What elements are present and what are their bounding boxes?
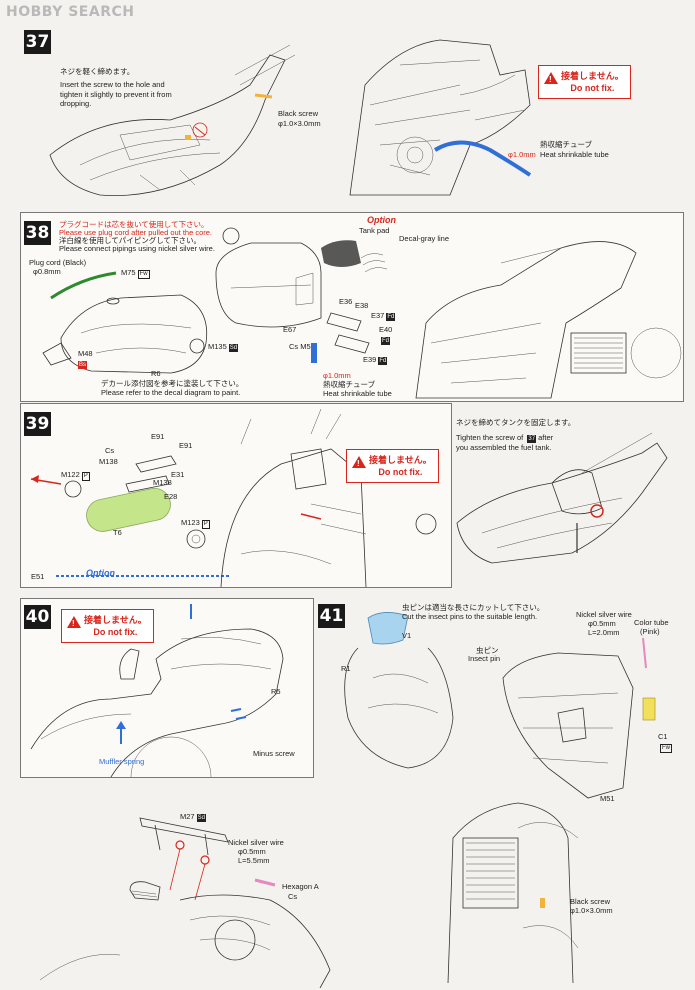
part-e28: E28 bbox=[164, 492, 178, 501]
pipe-note-jp: 洋白線を使用してパイピングして下さい。 bbox=[59, 236, 202, 245]
step-40-panel: 40 接着しません。Do not fix. R5 Minus screw Muf… bbox=[20, 598, 314, 778]
tighten-note-en: Tighten the screw of 37 after bbox=[456, 433, 554, 443]
step-37-note-en: Insert the screw to the hole and tighten… bbox=[60, 80, 172, 108]
part-e51: E51 bbox=[31, 572, 45, 581]
screw-size: φ1.0×3.0mm bbox=[278, 119, 321, 128]
plug-note-en: Please use plug cord after pulled out th… bbox=[59, 228, 213, 237]
part-e38: E38 bbox=[355, 301, 369, 310]
part-cs: Cs bbox=[105, 446, 115, 455]
warning-icon bbox=[67, 616, 81, 630]
step-number: 41 bbox=[318, 604, 345, 628]
tank-pad-label: Tank pad bbox=[359, 226, 390, 235]
option-label: Option bbox=[367, 215, 396, 225]
part-e36: E36 bbox=[339, 297, 353, 306]
hexagon-tag: Cs bbox=[288, 892, 298, 901]
part-e91-a: E91 bbox=[151, 432, 165, 441]
wire-length: L=2.0mm bbox=[588, 628, 620, 637]
step-38-panel: 38 プラグコードは芯を抜いて使用して下さい。 Please use plug … bbox=[20, 212, 684, 402]
plug-note-jp: プラグコードは芯を抜いて使用して下さい。 bbox=[59, 220, 209, 229]
muffler-spring-label: Muffler spring bbox=[99, 757, 145, 766]
insect-pin-en: Insect pin bbox=[468, 654, 501, 663]
step-number: 39 bbox=[24, 412, 51, 436]
warning-icon bbox=[352, 456, 366, 470]
step-41-panel: 41 虫ピンは適当な長さにカットして下さい。 Cut the insect pi… bbox=[318, 598, 682, 988]
part-m138-a: M138 bbox=[99, 457, 118, 466]
screw-label: Black screw bbox=[278, 109, 319, 118]
step-number: 40 bbox=[24, 605, 51, 629]
part-t6: T6 bbox=[113, 528, 122, 537]
plug-cord-size: φ0.8mm bbox=[33, 267, 61, 276]
part-r6: R6 bbox=[151, 369, 161, 378]
tube-size: φ1.0mm bbox=[323, 371, 351, 380]
insect-note-en: Cut the insect pins to the suitable leng… bbox=[402, 612, 538, 621]
part-m51: M51 bbox=[600, 794, 615, 803]
wire-label: Nickel silver wire bbox=[576, 610, 632, 619]
step-37-note-jp: ネジを軽く締めます。 bbox=[60, 67, 135, 76]
minus-screw-label: Minus screw bbox=[253, 749, 295, 758]
wire-length: L=5.5mm bbox=[238, 856, 270, 865]
footrest-illustration bbox=[39, 817, 331, 988]
wire-size: φ0.5mm bbox=[588, 619, 616, 628]
part-e31: E31 bbox=[171, 470, 185, 479]
wire-label: Nickel silver wire bbox=[228, 838, 284, 847]
tighten-note-en-2: you assembled the fuel tank. bbox=[456, 443, 552, 452]
part-e91-b: E91 bbox=[179, 441, 193, 450]
warning-icon bbox=[544, 72, 558, 86]
tank-screw-illustration bbox=[456, 432, 668, 564]
do-not-fix-warning: 接着しません。Do not fix. bbox=[61, 609, 154, 643]
bottom-screw-label: Black screw bbox=[570, 897, 611, 906]
tube-size: φ1.0mm bbox=[508, 150, 536, 159]
pipe-note-en: Please connect pipings using nickel silv… bbox=[59, 244, 215, 253]
do-not-fix-warning: 接着しません。Do not fix. bbox=[538, 65, 631, 99]
seat-cowl-illustration bbox=[30, 604, 284, 777]
part-m138-b: M138 bbox=[153, 478, 172, 487]
step-number: 38 bbox=[24, 221, 51, 245]
tube-label-jp: 熱収縮チューブ bbox=[540, 140, 593, 149]
insect-pin-jp: 虫ピン bbox=[476, 646, 499, 655]
color-tube-label: Color tube bbox=[634, 618, 669, 627]
muffler-illustration bbox=[30, 408, 437, 587]
step-39-right-panel: ネジを締めてタンクを固定します。 Tighten the screw of 37… bbox=[452, 403, 682, 586]
hobby-search-logo: HOBBY SEARCH bbox=[6, 4, 135, 20]
decal-label: Decal-gray line bbox=[399, 234, 450, 243]
insect-note-jp: 虫ピンは適当な長さにカットして下さい。 bbox=[402, 603, 545, 612]
bottom-screw-size: φ1.0×3.0mm bbox=[570, 906, 613, 915]
plug-cord-label: Plug cord (Black) bbox=[29, 258, 87, 267]
color-tube-note: (Pink) bbox=[640, 627, 660, 636]
wire-size: φ0.5mm bbox=[238, 847, 266, 856]
option-label: Option bbox=[86, 568, 115, 578]
step-number: 37 bbox=[24, 30, 51, 54]
decal-note-jp: デカール添付図を参考に塗装して下さい。 bbox=[101, 379, 244, 388]
step-37-panel: 37 ネジを軽く締めます。 Insert the screw to the ho… bbox=[20, 25, 682, 210]
part-e67: E67 bbox=[283, 325, 297, 334]
part-v1: V1 bbox=[402, 631, 412, 640]
tube-label-en: Heat shrinkable tube bbox=[323, 389, 392, 398]
tighten-note-jp: ネジを締めてタンクを固定します。 bbox=[456, 418, 576, 427]
part-r5: R5 bbox=[271, 687, 281, 696]
part-r1: R1 bbox=[341, 664, 351, 673]
do-not-fix-warning: 接着しません。Do not fix. bbox=[346, 449, 439, 483]
part-cs-m5: Cs M5 bbox=[289, 342, 311, 351]
tube-label-en: Heat shrinkable tube bbox=[540, 150, 609, 159]
tube-label-jp: 熱収縮チューブ bbox=[323, 380, 376, 389]
front-cowl-illustration bbox=[344, 612, 656, 984]
hexagon-label: Hexagon A bbox=[282, 882, 319, 891]
decal-note-en: Please refer to the decal diagram to pai… bbox=[101, 388, 241, 397]
motorcycle-frame-illustration bbox=[49, 39, 532, 196]
